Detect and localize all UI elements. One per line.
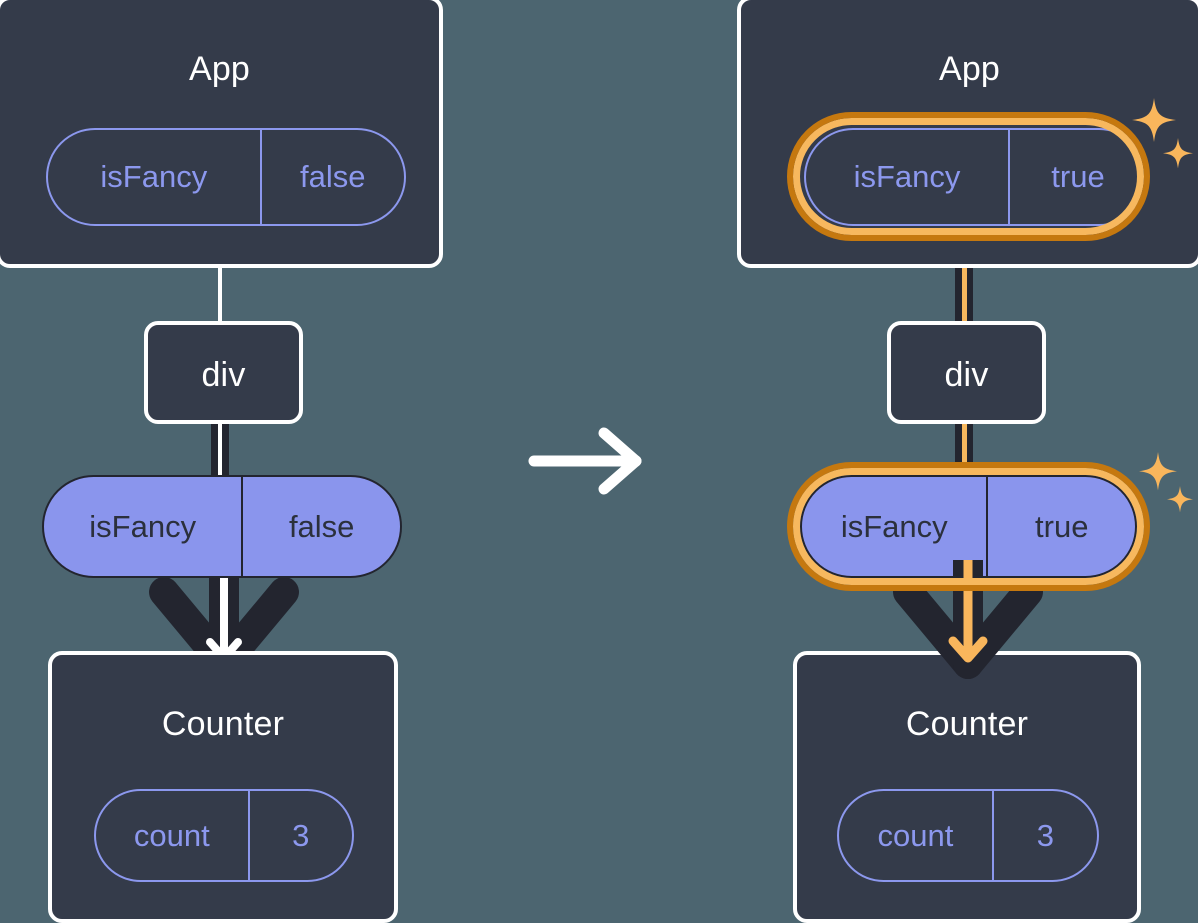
- div-node-box-left[interactable]: div: [144, 321, 303, 424]
- prop-pill-right[interactable]: isFancy true: [800, 475, 1137, 578]
- prop-key-right: isFancy: [802, 477, 989, 576]
- app-state-key-right: isFancy: [806, 130, 1010, 224]
- prop-value-left: false: [288, 508, 355, 544]
- app-title-left: App: [188, 50, 251, 88]
- counter-title-right: Counter: [905, 705, 1029, 743]
- connector-div-to-prop-left-white: [218, 420, 222, 482]
- app-state-pill-right[interactable]: isFancy true: [804, 128, 1148, 226]
- prop-pill-left[interactable]: isFancy false: [42, 475, 402, 578]
- counter-state-value-right: 3: [1036, 817, 1055, 853]
- app-state-value-left: false: [300, 159, 366, 194]
- counter-state-key-right: count: [839, 791, 994, 880]
- counter-state-pill-right[interactable]: count 3: [837, 789, 1099, 882]
- connector-app-to-div-right-orange: [962, 228, 967, 326]
- sparkles-icon-prop-right: [1136, 452, 1198, 520]
- connector-div-to-prop-right-orange: [962, 420, 967, 482]
- div-node-label-right: div: [944, 356, 989, 394]
- counter-component-box-left[interactable]: Counter count 3: [48, 651, 398, 923]
- app-state-pill-left[interactable]: isFancy false: [46, 128, 406, 226]
- sparkles-icon-app-right: [1128, 98, 1198, 176]
- counter-state-key-left: count: [96, 791, 250, 880]
- app-title-right: App: [938, 50, 1001, 88]
- connector-app-to-div-left: [218, 262, 222, 324]
- div-node-label-left: div: [201, 356, 246, 394]
- app-state-key-left: isFancy: [48, 130, 262, 224]
- app-state-value-right: true: [1051, 159, 1105, 194]
- counter-component-box-right[interactable]: Counter count 3: [793, 651, 1141, 923]
- div-node-box-right[interactable]: div: [887, 321, 1046, 424]
- transition-arrow: [528, 425, 648, 497]
- counter-state-value-left: 3: [292, 817, 310, 853]
- counter-state-pill-left[interactable]: count 3: [94, 789, 354, 882]
- prop-value-right: true: [1035, 508, 1089, 544]
- counter-title-left: Counter: [161, 705, 285, 743]
- app-component-box-left[interactable]: App isFancy false: [0, 0, 443, 268]
- prop-key-left: isFancy: [44, 477, 244, 576]
- arrow-prop-to-counter-right: [884, 560, 1052, 682]
- app-component-box-right[interactable]: App isFancy true: [737, 0, 1198, 268]
